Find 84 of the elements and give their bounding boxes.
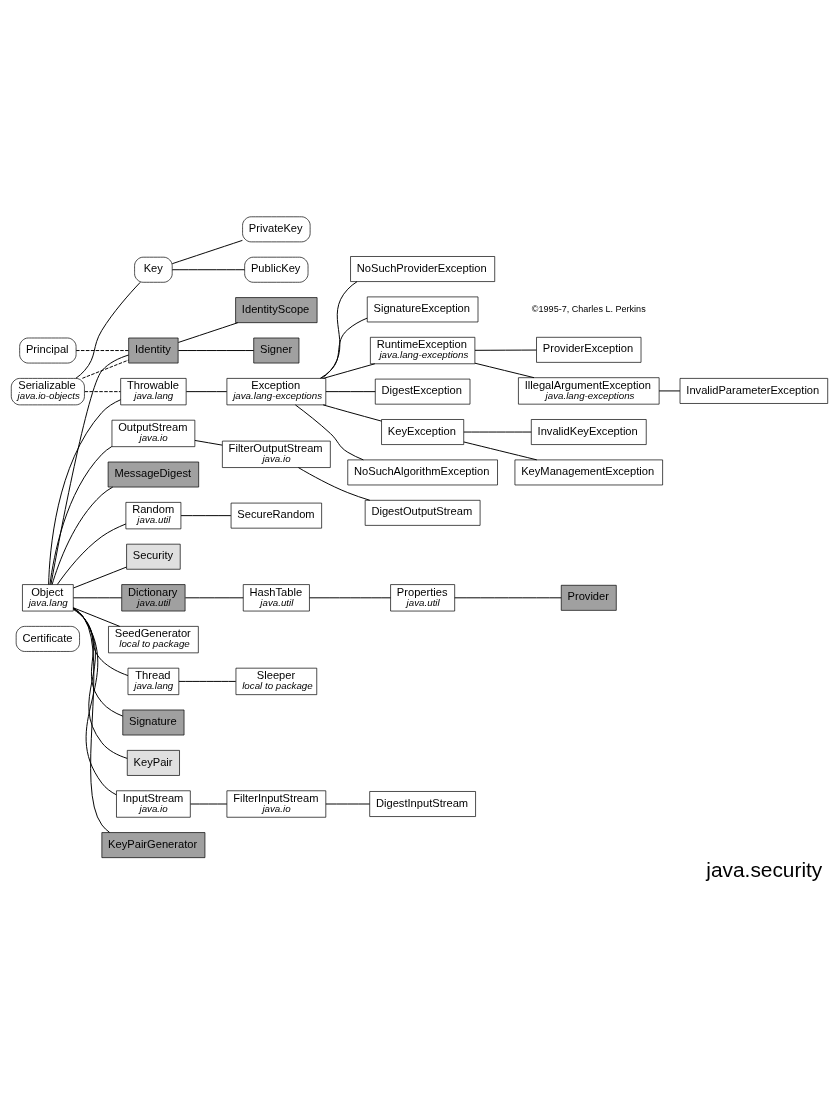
node-box: PrivateKey bbox=[242, 215, 311, 242]
node-box: Certificate bbox=[15, 625, 80, 652]
connector bbox=[184, 596, 244, 598]
connector bbox=[454, 596, 562, 598]
connector bbox=[48, 398, 122, 585]
node-box: Key bbox=[134, 256, 173, 283]
connector bbox=[190, 803, 228, 804]
node-box: KeyPairGenerator bbox=[101, 831, 206, 858]
node-box: NoSuchProviderException bbox=[350, 255, 496, 282]
connector bbox=[73, 596, 123, 598]
node-box: DigestOutputStream bbox=[364, 499, 481, 526]
node-box: DigestInputStream bbox=[369, 790, 476, 817]
node-box: Serializable java.io-objects bbox=[10, 377, 85, 405]
connector bbox=[171, 268, 246, 270]
connector bbox=[75, 349, 129, 351]
connector bbox=[72, 607, 124, 717]
node-box: NoSuchAlgorithmException bbox=[347, 459, 498, 485]
node-box: KeyPair bbox=[126, 749, 180, 776]
node-box: KeyException bbox=[381, 418, 465, 445]
node-box: PublicKey bbox=[244, 256, 309, 283]
node-box: InvalidKeyException bbox=[530, 418, 647, 445]
node-box: InputStream java.io bbox=[116, 789, 191, 818]
connector bbox=[294, 403, 364, 460]
node-box: IllegalArgumentException java.lang-exceptions bbox=[518, 376, 660, 405]
connector bbox=[49, 445, 113, 585]
node-box: Principal bbox=[19, 337, 77, 363]
connector bbox=[81, 359, 130, 379]
connector bbox=[171, 239, 243, 264]
connector bbox=[177, 349, 255, 351]
connector bbox=[463, 441, 538, 460]
node-box: Thread java.lang bbox=[127, 667, 180, 695]
node-box: HashTable java.util bbox=[242, 583, 310, 611]
node-box: Exception java.lang-exceptions bbox=[226, 377, 327, 405]
connector bbox=[178, 680, 237, 682]
node-box: KeyManagementException bbox=[514, 459, 663, 485]
connector bbox=[322, 362, 376, 379]
node-box: RuntimeException java.lang-exceptions bbox=[370, 336, 476, 364]
label: ©1995-7, Charles L. Perkins bbox=[531, 303, 646, 314]
connector bbox=[73, 606, 121, 627]
connector bbox=[180, 514, 232, 516]
node-box: Object java.lang bbox=[22, 583, 74, 611]
node-box: Security bbox=[126, 543, 181, 570]
node-box: SeedGenerator local to package bbox=[108, 625, 199, 653]
connector bbox=[322, 403, 382, 422]
connector bbox=[474, 362, 535, 378]
connector bbox=[72, 607, 128, 759]
node-box: Sleeper local to package bbox=[235, 667, 318, 695]
connector bbox=[73, 566, 127, 588]
node-box: Signer bbox=[253, 337, 300, 363]
node-box: Signature bbox=[122, 709, 185, 735]
node-box: DigestException bbox=[374, 378, 471, 405]
diagram-title: java.security bbox=[706, 857, 823, 881]
connector bbox=[321, 280, 358, 379]
connector bbox=[658, 389, 681, 391]
node-box: SecureRandom bbox=[230, 502, 322, 528]
connector bbox=[194, 439, 223, 446]
connector bbox=[325, 803, 371, 804]
node-box: Dictionary java.util bbox=[121, 583, 186, 611]
connector bbox=[84, 390, 121, 392]
connector bbox=[325, 390, 376, 392]
connector bbox=[56, 522, 127, 585]
connector bbox=[309, 596, 391, 598]
connector bbox=[51, 486, 114, 585]
connector bbox=[297, 466, 371, 501]
node-box: Throwable java.lang bbox=[120, 377, 187, 405]
node-box: IdentityScope bbox=[235, 296, 318, 323]
connector bbox=[177, 321, 239, 343]
node-box: Random java.util bbox=[125, 501, 182, 529]
connector bbox=[474, 349, 537, 351]
node-box: SignatureException bbox=[366, 296, 479, 322]
node-box: Identity bbox=[128, 337, 179, 363]
connector bbox=[319, 317, 368, 379]
connector bbox=[75, 281, 141, 379]
connector bbox=[50, 354, 130, 585]
connector bbox=[72, 608, 129, 676]
node-box: FilterInputStream java.io bbox=[226, 789, 327, 818]
node-box: MessageDigest bbox=[107, 461, 200, 487]
node-box: ProviderException bbox=[536, 336, 642, 363]
node-box: Properties java.util bbox=[390, 583, 456, 611]
node-box: FilterOutputStream java.io bbox=[222, 440, 331, 468]
node-box: Provider bbox=[560, 584, 617, 611]
node-box: OutputStream java.io bbox=[111, 419, 196, 447]
node-box: InvalidParameterException bbox=[679, 377, 829, 404]
connector bbox=[185, 390, 228, 392]
